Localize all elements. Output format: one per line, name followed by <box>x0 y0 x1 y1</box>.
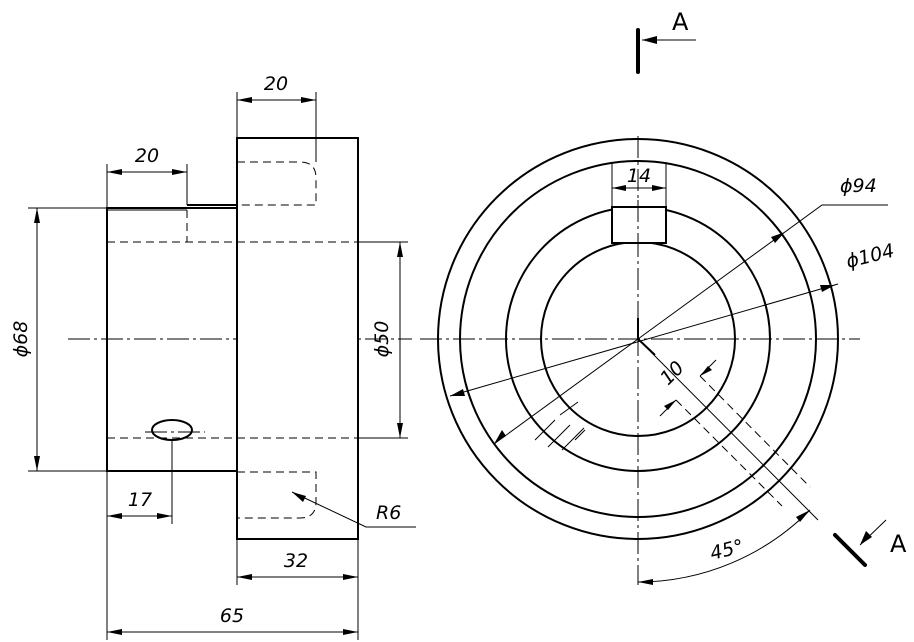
arrow <box>664 400 676 410</box>
arrow <box>494 430 506 444</box>
radius-leader <box>291 491 416 528</box>
arrow <box>107 513 122 519</box>
dim-radius: R6 <box>376 502 401 524</box>
arrow <box>397 242 403 257</box>
hatch-mark <box>561 427 585 451</box>
arrow <box>860 531 872 545</box>
angle-arc <box>637 509 811 583</box>
front-view: 20 20 ϕ68 ϕ50 17 32 <box>10 73 416 640</box>
arrow <box>450 389 465 396</box>
arrow <box>652 185 666 191</box>
dim-bore-dia: ϕ50 <box>371 321 393 358</box>
dim-angle: 45° <box>708 535 746 564</box>
arrow <box>642 36 657 44</box>
dim-hole-pos: 17 <box>128 489 152 511</box>
arrow <box>796 510 810 522</box>
arrow <box>397 423 403 438</box>
arrow <box>343 574 358 580</box>
d94-leader <box>637 204 888 340</box>
dim-body-width: 32 <box>284 550 308 572</box>
arrow <box>343 629 358 635</box>
hatch-mark <box>534 419 556 441</box>
dim-total-length: 65 <box>220 605 244 627</box>
arrow <box>237 97 252 103</box>
cross-hole <box>151 419 193 441</box>
dim-keyway-width: 14 <box>627 165 651 187</box>
slot-hidden-2 <box>675 399 783 507</box>
flange-outline <box>236 137 359 540</box>
hatch-mark <box>574 429 586 441</box>
d104-leader <box>449 283 839 397</box>
dim-flange-width: 20 <box>264 73 288 95</box>
hidden-keyway-bottom <box>237 471 317 519</box>
arrow <box>107 169 122 175</box>
arrow <box>612 185 626 191</box>
d94-leader-opposite <box>493 338 639 445</box>
slot-mark <box>637 318 656 356</box>
arrow <box>237 574 252 580</box>
hatch-mark <box>559 401 579 416</box>
section-label-top: A <box>672 8 689 36</box>
arrow <box>157 513 172 519</box>
arrow <box>107 629 122 635</box>
keyway <box>611 206 667 244</box>
arrow <box>34 456 40 471</box>
section-mark-bottom <box>833 533 867 567</box>
arrow <box>771 232 785 243</box>
hatch-mark <box>547 424 571 448</box>
dim-neck-width: 20 <box>135 145 159 167</box>
arrow <box>820 285 835 292</box>
arrow <box>34 208 40 223</box>
circle-d94 <box>459 160 817 518</box>
dim-dia-94: ϕ94 <box>840 175 877 197</box>
dim-outer-dia: ϕ68 <box>10 321 32 358</box>
slot-hidden-1 <box>699 375 811 488</box>
side-view: 14 ϕ94 ϕ104 10 45° <box>420 8 907 585</box>
arrow <box>700 366 712 376</box>
arrow <box>172 169 187 175</box>
arrow <box>638 579 653 585</box>
arrow <box>292 492 306 502</box>
circle-d104 <box>437 138 839 540</box>
slot-ext-line <box>637 338 819 521</box>
section-label-bottom: A <box>890 530 907 558</box>
arrow <box>301 97 316 103</box>
dim-dia-104: ϕ104 <box>844 240 897 273</box>
